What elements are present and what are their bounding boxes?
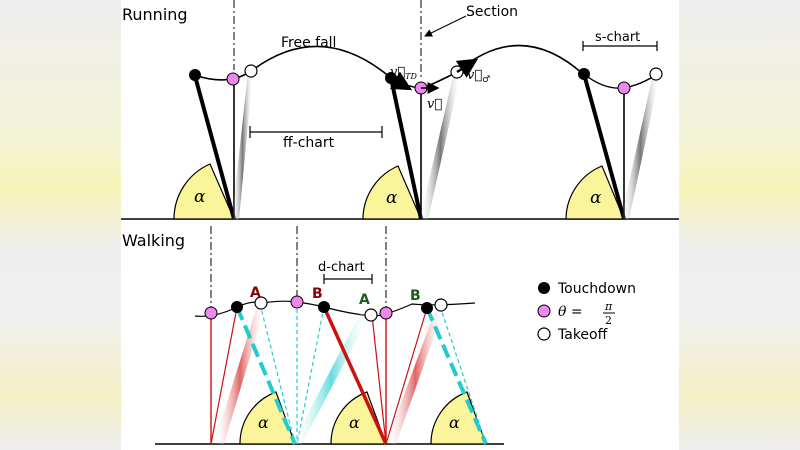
velocity-lo-label: v⃗♂ bbox=[467, 68, 490, 85]
alpha-label: α bbox=[194, 187, 206, 207]
takeoff-velocity-arrow bbox=[455, 58, 479, 78]
alpha-label: α bbox=[449, 413, 460, 432]
alpha-label: α bbox=[258, 413, 269, 432]
theta-marker bbox=[379, 306, 393, 320]
legend-theta-label: θ = bbox=[558, 304, 583, 320]
touchdown-marker bbox=[421, 302, 433, 314]
running-title: Running bbox=[122, 5, 188, 24]
cyan-dashed-leg bbox=[439, 305, 487, 445]
walking-leg bbox=[322, 306, 388, 445]
touchdown-marker bbox=[189, 69, 201, 81]
ff-chart-label: ff-chart bbox=[283, 135, 335, 151]
walking-leg bbox=[385, 307, 428, 445]
angle-sector bbox=[173, 163, 235, 220]
background-blur-right bbox=[679, 0, 800, 450]
cyan-dashed-leg bbox=[259, 303, 296, 445]
alpha-label: α bbox=[386, 188, 398, 208]
s-chart-label: s-chart bbox=[595, 30, 640, 45]
background-blur-left bbox=[0, 0, 121, 450]
cyan-leg-blur bbox=[292, 314, 370, 444]
free-fall-trajectory bbox=[194, 45, 392, 81]
walking-leg bbox=[210, 306, 238, 445]
section-pointer-arrow bbox=[424, 15, 467, 37]
walking-leg bbox=[371, 314, 387, 445]
velocity-label: v⃗ bbox=[427, 97, 442, 112]
point-b-label: B bbox=[312, 286, 323, 302]
angle-sector bbox=[362, 165, 422, 220]
touchdown-leg bbox=[193, 75, 236, 220]
takeoff-marker bbox=[364, 308, 378, 322]
legend-theta-marker bbox=[537, 304, 551, 318]
takeoff-leg-blur bbox=[420, 72, 461, 219]
legend-theta-numerator: π bbox=[604, 300, 613, 313]
cyan-dashed-leg bbox=[235, 306, 297, 445]
velocity-td-label: v⃗TD bbox=[390, 65, 417, 81]
takeoff-leg-blur bbox=[621, 74, 660, 219]
takeoff-marker bbox=[649, 67, 663, 81]
legend-touchdown-label: Touchdown bbox=[557, 281, 636, 297]
free-fall-label: Free fall bbox=[281, 35, 336, 51]
theta-marker bbox=[290, 295, 304, 309]
takeoff-marker bbox=[254, 296, 268, 310]
legend-theta-denominator: 2 bbox=[605, 314, 612, 327]
touchdown-marker bbox=[231, 301, 243, 313]
theta-marker bbox=[204, 306, 218, 320]
takeoff-marker bbox=[434, 298, 448, 312]
angle-sector bbox=[565, 165, 625, 220]
legend: Touchdown θ = π 2 Takeoff bbox=[537, 281, 636, 343]
point-b-label: B bbox=[410, 288, 421, 304]
walking-leg-blur bbox=[214, 303, 266, 444]
takeoff-leg-blur bbox=[232, 72, 253, 219]
cyan-dashed-leg bbox=[425, 307, 488, 445]
legend-takeoff-label: Takeoff bbox=[557, 327, 608, 343]
free-fall-trajectory bbox=[420, 44, 584, 90]
alpha-label: α bbox=[349, 413, 360, 432]
theta-marker bbox=[617, 81, 631, 95]
walking-title: Walking bbox=[122, 231, 185, 250]
legend-takeoff-marker bbox=[537, 327, 551, 341]
cyan-dashed-leg bbox=[296, 306, 325, 445]
theta-marker bbox=[226, 72, 240, 86]
point-a-label: A bbox=[250, 285, 261, 301]
touchdown-velocity-arrow bbox=[389, 71, 413, 91]
takeoff-marker bbox=[244, 64, 258, 78]
touchdown-marker bbox=[318, 301, 330, 313]
touchdown-leg bbox=[389, 77, 423, 220]
touchdown-leg bbox=[582, 73, 626, 220]
point-a-label: A bbox=[359, 292, 370, 308]
alpha-label: α bbox=[590, 188, 602, 208]
section-label: Section bbox=[466, 4, 518, 20]
walking-leg-blur bbox=[386, 305, 445, 444]
legend-touchdown-marker bbox=[538, 282, 550, 294]
d-chart-label: d-chart bbox=[318, 260, 365, 275]
touchdown-marker bbox=[578, 68, 590, 80]
